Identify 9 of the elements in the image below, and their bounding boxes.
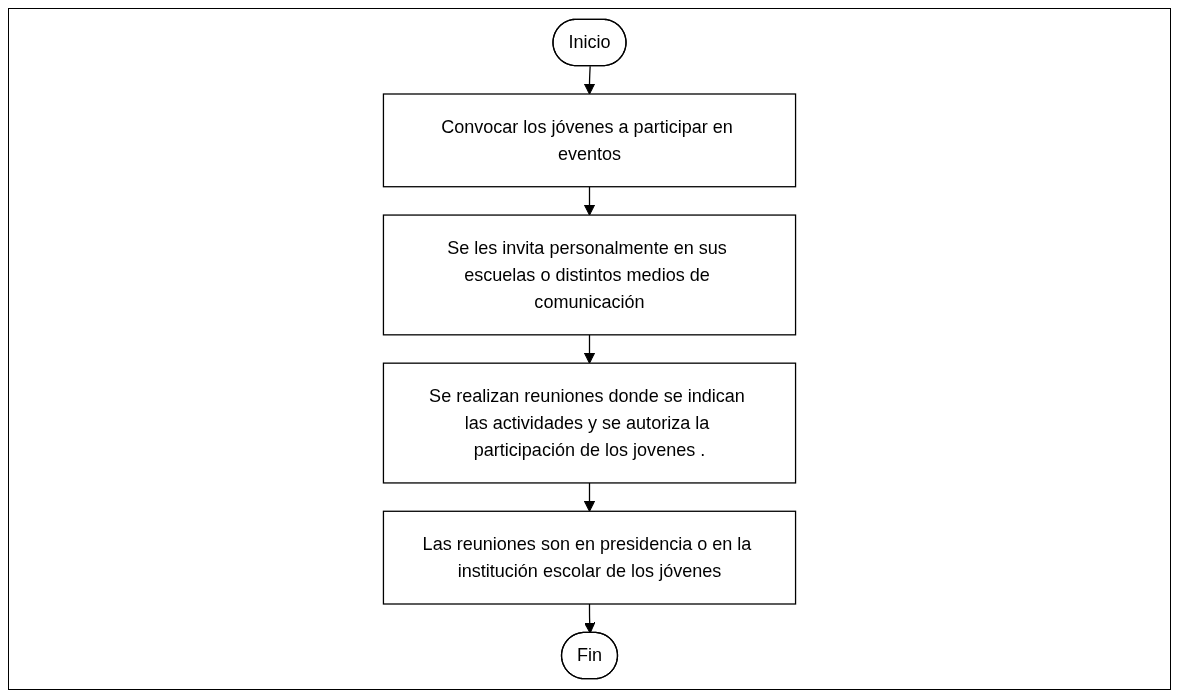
arrow	[583, 65, 596, 95]
node-box: Se realizan reuniones donde se indican las actividades y se autoriza la participación de los jovenes .	[382, 362, 797, 484]
arrow	[584, 603, 596, 634]
node-box: Las reuniones son en presidencia o en la institución escolar de los jóvenes	[382, 510, 797, 605]
node-box: Se les invita personalmente en sus escuelas o distintos medios de comunicación	[382, 214, 797, 336]
arrow	[583, 482, 596, 512]
node-box: Convocar los jóvenes a participar en eventos	[382, 93, 797, 188]
arrow	[583, 334, 596, 364]
arrow	[583, 186, 596, 216]
